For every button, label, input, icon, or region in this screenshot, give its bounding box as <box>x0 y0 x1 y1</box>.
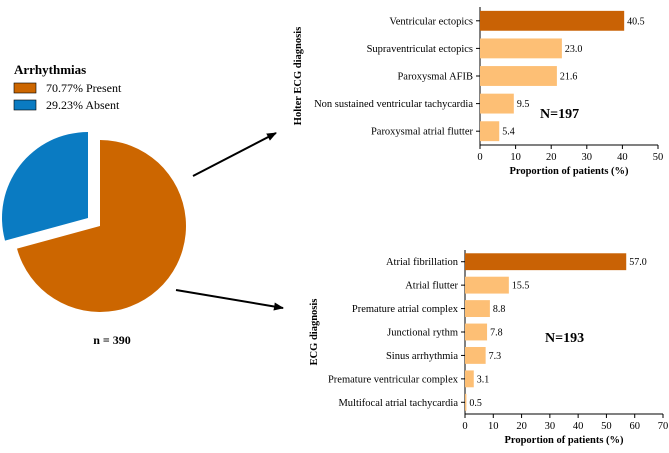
value-label: 8.8 <box>493 304 506 315</box>
bar <box>465 346 486 364</box>
legend-label-absent: 29.23% Absent <box>46 98 120 112</box>
value-label: 21.6 <box>560 72 578 83</box>
bar <box>480 121 500 142</box>
x-axis-title: Proportion of patients (%) <box>509 166 629 177</box>
bar <box>480 10 625 31</box>
bar <box>465 276 509 294</box>
x-tick-label: 40 <box>617 152 628 163</box>
x-tick-label: 20 <box>546 152 557 163</box>
x-tick-label: 10 <box>510 152 521 163</box>
x-tick-label: 40 <box>573 421 584 432</box>
pie-total-label: n = 390 <box>93 333 131 347</box>
category-label: Paroxysmal AFIB <box>397 72 473 83</box>
bar <box>465 300 490 318</box>
bar <box>465 253 627 271</box>
n-label: N=193 <box>545 331 584 346</box>
n-label: N=197 <box>540 107 579 122</box>
value-label: 15.5 <box>512 281 530 292</box>
bar <box>480 38 562 59</box>
category-label: Supraventriculat ectopics <box>367 44 473 55</box>
holter-bar-chart: Ventricular ectopics 40.5Supraventriculat… <box>293 7 663 177</box>
pie-chart: Arrhythmias 70.77% Present 29.23% Absent… <box>2 62 187 347</box>
y-axis-title: Holter ECG diagnosis <box>293 27 304 125</box>
x-tick-label: 50 <box>653 152 664 163</box>
legend-label-present: 70.77% Present <box>46 81 122 95</box>
pie-slice-absent <box>2 132 88 241</box>
pie-slices <box>2 132 187 312</box>
value-label: 40.5 <box>627 16 645 27</box>
bar <box>480 66 557 86</box>
value-label: 5.4 <box>502 127 515 138</box>
x-tick-label: 0 <box>462 421 467 432</box>
x-tick-label: 20 <box>516 421 527 432</box>
category-label: Multifocal atrial tachycardia <box>338 398 458 409</box>
bar <box>465 370 474 388</box>
x-tick-label: 10 <box>488 421 499 432</box>
bar <box>465 393 467 411</box>
category-label: Premature ventricular complex <box>328 374 459 385</box>
x-tick-label: 30 <box>582 152 593 163</box>
value-label: 23.0 <box>565 44 583 55</box>
category-label: Sinus arrhythmia <box>386 351 458 362</box>
y-axis-title: ECG diagnosis <box>309 299 320 366</box>
category-label: Premature atrial complex <box>352 304 459 315</box>
legend-swatch-absent <box>13 99 37 111</box>
pie-title: Arrhythmias <box>14 62 86 77</box>
x-tick-label: 70 <box>658 421 669 432</box>
category-label: Non sustained ventricular tachycardia <box>314 99 473 110</box>
value-label: 9.5 <box>517 99 530 110</box>
legend-swatch-present <box>13 82 37 94</box>
value-label: 7.8 <box>490 328 503 339</box>
x-tick-label: 30 <box>545 421 556 432</box>
value-label: 57.0 <box>629 257 647 268</box>
x-tick-label: 0 <box>477 152 482 163</box>
category-label: Paroxysmal atrial flutter <box>371 127 474 138</box>
x-axis-title: Proportion of patients (%) <box>504 435 624 446</box>
category-label: Atrial fibrillation <box>386 257 459 268</box>
x-tick-label: 50 <box>601 421 612 432</box>
arrow-to-holter <box>192 132 277 177</box>
category-label: Ventricular ectopics <box>389 16 473 27</box>
value-label: 0.5 <box>469 398 482 409</box>
bar <box>465 323 488 341</box>
category-label: Atrial flutter <box>405 281 458 292</box>
category-label: Junctional rythm <box>387 328 458 339</box>
value-label: 3.1 <box>477 374 490 385</box>
value-label: 7.3 <box>489 351 502 362</box>
x-tick-label: 60 <box>629 421 640 432</box>
arrow-to-ecg <box>175 289 284 311</box>
bar <box>480 93 514 114</box>
pie-slice-present <box>17 140 187 312</box>
